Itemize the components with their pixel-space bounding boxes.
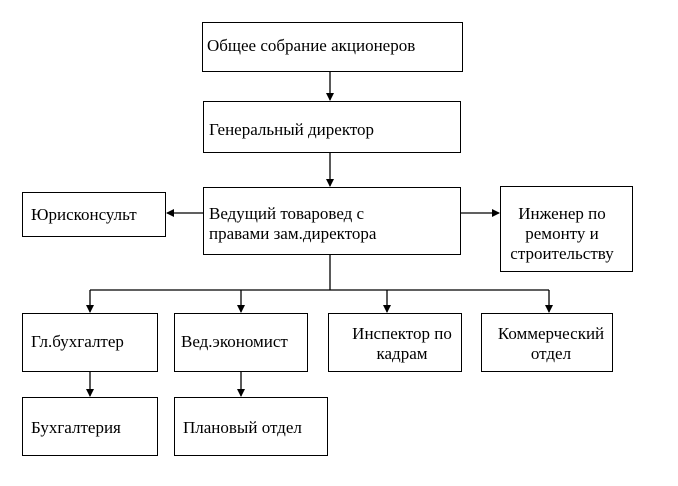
node-legal-counsel-label: Юрисконсульт (31, 205, 137, 224)
node-lead-economist: Вед.экономист (174, 313, 308, 372)
node-shareholders-label: Общее собрание акционеров (207, 36, 416, 55)
node-lead-economist-label: Вед.экономист (181, 332, 288, 351)
node-accounting-label: Бухгалтерия (31, 418, 121, 437)
node-legal-counsel: Юрисконсульт (22, 192, 166, 237)
node-chief-accountant: Гл.бухгалтер (22, 313, 158, 372)
node-shareholders: Общее собрание акционеров (202, 22, 463, 72)
node-commercial-dept-label: Коммерческий отдел (497, 324, 605, 363)
node-hr-inspector: Инспектор по кадрам (328, 313, 462, 372)
node-commercial-dept: Коммерческий отдел (481, 313, 613, 372)
node-accounting: Бухгалтерия (22, 397, 158, 456)
node-chief-accountant-label: Гл.бухгалтер (31, 332, 124, 351)
node-hr-inspector-label: Инспектор по кадрам (352, 324, 452, 363)
node-engineer-label: Инженер по ремонту и строительству (510, 204, 614, 263)
node-engineer: Инженер по ремонту и строительству (500, 186, 633, 272)
node-general-director: Генеральный директор (203, 101, 461, 153)
node-general-director-label: Генеральный директор (209, 120, 375, 139)
node-lead-merchandiser-label: Ведущий товаровед с правами зам.директор… (209, 204, 377, 243)
node-planning-dept: Плановый отдел (174, 397, 328, 456)
node-lead-merchandiser: Ведущий товаровед с правами зам.директор… (203, 187, 461, 255)
node-planning-dept-label: Плановый отдел (183, 418, 302, 437)
